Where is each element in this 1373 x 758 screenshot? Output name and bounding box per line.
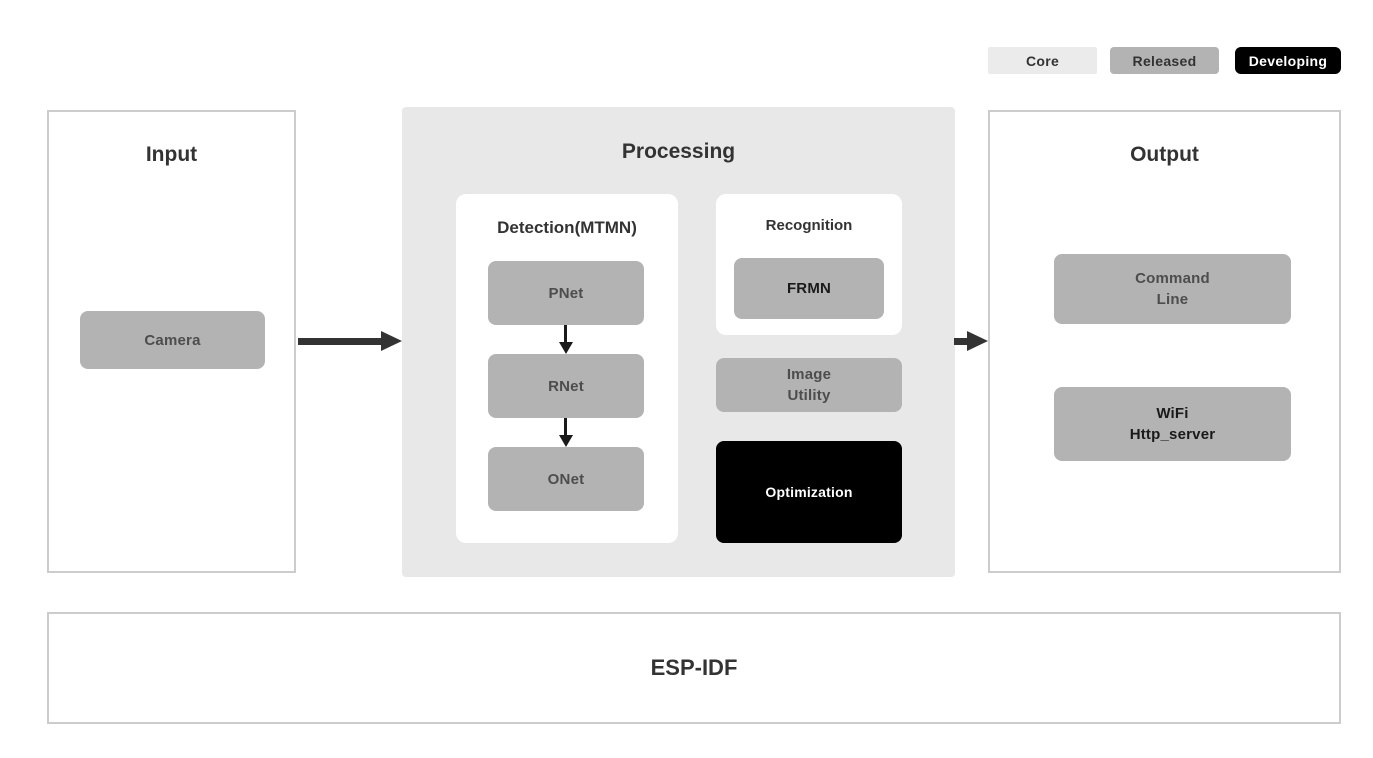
wifi-label-line1: WiFi xyxy=(1156,405,1189,422)
recognition-title: Recognition xyxy=(765,217,853,234)
image-utility-label-line2: Utility xyxy=(787,387,831,404)
legend-chip-developing: Developing xyxy=(1235,47,1341,74)
legend-released-label: Released xyxy=(1132,52,1197,69)
processing-to-output-arrowhead-icon xyxy=(967,331,988,351)
espidf-title: ESP-IDF xyxy=(650,655,738,680)
image-utility-label-line1: Image xyxy=(786,366,832,383)
rnet-label: RNet xyxy=(548,377,584,395)
onet-label: ONet xyxy=(547,470,585,488)
command-line-label-line2: Line xyxy=(1156,291,1189,308)
detection-subpanel: Detection(MTMN) PNet RNet ONet xyxy=(456,194,678,543)
rnet-module: RNet xyxy=(488,354,644,418)
legend-developing-label: Developing xyxy=(1248,52,1328,69)
optimization-module: Optimization xyxy=(716,441,902,543)
processing-panel: Processing Detection(MTMN) PNet RNet ONe… xyxy=(402,107,955,577)
rnet-to-onet-arrow xyxy=(564,418,567,436)
wifi-label-line2: Http_server xyxy=(1129,426,1216,443)
detection-title: Detection(MTMN) xyxy=(497,218,637,237)
output-panel: Output Command Line WiFi Http_server xyxy=(988,110,1341,573)
input-title: Input xyxy=(145,143,198,166)
pnet-label: PNet xyxy=(548,284,584,302)
onet-module: ONet xyxy=(488,447,644,511)
input-panel: Input Camera xyxy=(47,110,296,573)
command-line-module: Command Line xyxy=(1054,254,1291,324)
processing-to-output-arrow xyxy=(954,338,969,345)
processing-title: Processing xyxy=(621,140,736,163)
pnet-to-rnet-arrowhead-icon xyxy=(559,342,573,354)
optimization-label: Optimization xyxy=(765,483,853,500)
legend-chip-core: Core xyxy=(988,47,1097,74)
wifi-http-server-module: WiFi Http_server xyxy=(1054,387,1291,461)
legend-chip-released: Released xyxy=(1110,47,1219,74)
input-to-processing-arrowhead-icon xyxy=(381,331,402,351)
espidf-panel: ESP-IDF xyxy=(47,612,1341,724)
command-line-label-line1: Command xyxy=(1135,270,1210,287)
output-title: Output xyxy=(1130,143,1199,166)
frmn-label: FRMN xyxy=(786,280,832,297)
recognition-subpanel: Recognition FRMN xyxy=(716,194,902,335)
rnet-to-onet-arrowhead-icon xyxy=(559,435,573,447)
pnet-module: PNet xyxy=(488,261,644,325)
pnet-to-rnet-arrow xyxy=(564,325,567,343)
legend-core-label: Core xyxy=(1025,52,1060,69)
image-utility-module: Image Utility xyxy=(716,358,902,412)
camera-module: Camera xyxy=(80,311,265,369)
input-to-processing-arrow xyxy=(298,338,382,345)
camera-label: Camera xyxy=(144,331,201,349)
frmn-module: FRMN xyxy=(734,258,884,319)
